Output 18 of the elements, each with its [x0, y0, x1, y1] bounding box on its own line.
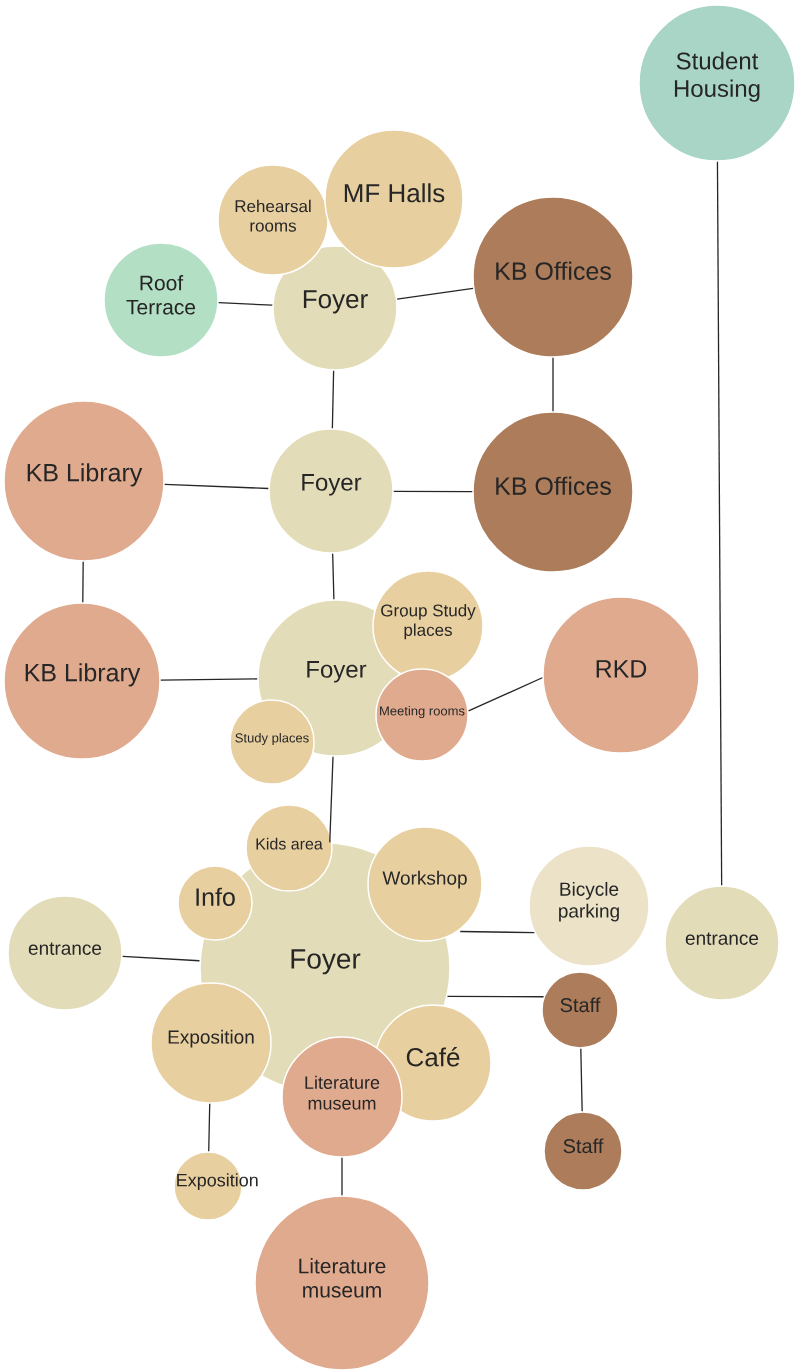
- connector-line: [716, 161, 723, 886]
- connector-line: [160, 678, 258, 681]
- connector-line: [331, 370, 335, 429]
- connector-line: [208, 1103, 211, 1152]
- connector-line: [218, 302, 273, 306]
- connector-line: [467, 677, 543, 712]
- connector-line: [552, 357, 554, 412]
- connector-line: [396, 287, 474, 300]
- connector-line: [329, 756, 334, 843]
- connector-line: [446, 995, 545, 998]
- connector-line: [164, 483, 269, 490]
- connector-line: [341, 1157, 343, 1196]
- connector-line: [459, 930, 536, 934]
- connector-line: [82, 561, 84, 603]
- connector-line: [332, 553, 335, 600]
- connector-line: [393, 490, 473, 493]
- connector-line: [122, 955, 201, 962]
- connector-line: [580, 1048, 583, 1112]
